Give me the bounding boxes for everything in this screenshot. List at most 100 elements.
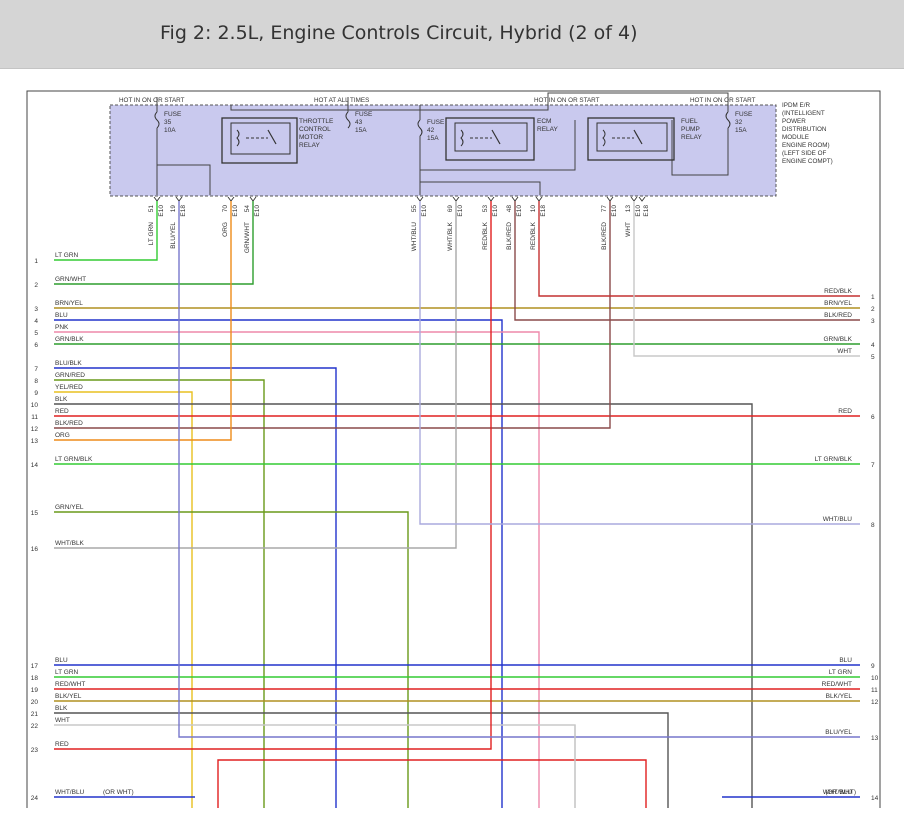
relay-coil xyxy=(460,129,464,147)
wire-color-label: WHT/BLK xyxy=(447,221,454,251)
connector-id: E10 xyxy=(457,205,464,217)
left-wire-label: BLU xyxy=(55,312,68,319)
module-label: IPDM E/R xyxy=(782,102,810,109)
pin-number: 19 xyxy=(170,205,177,213)
module-label: MODULE xyxy=(782,134,809,141)
left-row-number: 19 xyxy=(31,687,39,694)
left-wire-label: WHT/BLK xyxy=(55,540,85,547)
right-row-number: 5 xyxy=(871,354,875,361)
wire xyxy=(54,331,540,808)
figure-title: Fig 2: 2.5L, Engine Controls Circuit, Hy… xyxy=(160,22,638,44)
right-row-number: 12 xyxy=(871,699,879,706)
left-row-number: 10 xyxy=(31,402,39,409)
ipdm-bus xyxy=(420,181,541,195)
relay-contact xyxy=(491,129,501,145)
left-row-number: 23 xyxy=(31,747,39,754)
connector-id: E18 xyxy=(180,205,187,217)
wire xyxy=(538,201,860,297)
relay-contact xyxy=(633,129,643,145)
pin-number: 10 xyxy=(530,205,537,213)
wire xyxy=(54,201,254,285)
fuse-rating: 15A xyxy=(735,127,747,134)
relay-inner xyxy=(596,122,668,152)
wire xyxy=(54,391,193,808)
left-wire-label: YEL/RED xyxy=(55,384,83,391)
left-wire-label: LT GRN/BLK xyxy=(55,456,93,463)
left-wire-label: LT GRN xyxy=(55,252,79,259)
connector-id: E10 xyxy=(492,205,499,217)
left-row-number: 18 xyxy=(31,675,39,682)
ipdm-bus xyxy=(157,164,211,195)
pin-number: 55 xyxy=(411,205,418,213)
right-wire-note: (OR WHT) xyxy=(825,789,856,796)
right-row-number: 3 xyxy=(871,318,875,325)
fuse-label: FUSE xyxy=(735,111,753,118)
fuse-rating: 15A xyxy=(355,127,367,134)
wire-color-label: BLU/YEL xyxy=(170,222,177,249)
right-wire-label: RED/BLK xyxy=(824,288,852,295)
left-row-number: 1 xyxy=(34,258,38,265)
relay-box xyxy=(445,117,535,161)
connector-id: E10 xyxy=(516,205,523,217)
relay-inner xyxy=(454,122,528,152)
wire-color-label: LT GRN xyxy=(148,222,155,246)
left-row-number: 9 xyxy=(34,390,38,397)
module-label: ENGINE COMPT) xyxy=(782,158,833,165)
connector-id: E10 xyxy=(635,205,642,217)
right-row-number: 9 xyxy=(871,663,875,670)
right-row-number: 7 xyxy=(871,462,875,469)
left-row-number: 3 xyxy=(34,306,38,313)
right-wire-label: BLK/YEL xyxy=(826,693,853,700)
right-wire-label: LT GRN xyxy=(829,669,853,676)
left-row-number: 22 xyxy=(31,723,39,730)
left-wire-label: RED/WHT xyxy=(55,681,85,688)
wire xyxy=(54,201,611,429)
left-wire-label: WHT xyxy=(55,717,70,724)
left-row-number: 17 xyxy=(31,663,39,670)
right-wire-label: RED/WHT xyxy=(822,681,852,688)
left-wire-label: ORG xyxy=(55,432,70,439)
left-row-number: 5 xyxy=(34,330,38,337)
pin-terminal xyxy=(452,196,460,202)
left-wire-note: (OR WHT) xyxy=(103,789,134,796)
left-wire-label: PNK xyxy=(55,324,69,331)
right-row-number: 13 xyxy=(871,735,879,742)
module-label: (INTELLIGENT xyxy=(782,110,825,117)
pin-number: 13 xyxy=(625,205,632,213)
left-wire-label: BLK xyxy=(55,705,68,712)
wire xyxy=(54,511,409,808)
wire xyxy=(54,201,158,261)
right-wire-label: BLU xyxy=(839,657,852,664)
pin-number: 69 xyxy=(447,205,454,213)
module-label: DISTRIBUTION xyxy=(782,126,827,133)
power-label: HOT IN ON OR START xyxy=(534,97,600,104)
pin-terminal xyxy=(630,196,638,202)
right-wire-label: BLK/RED xyxy=(824,312,852,319)
ipdm-bus xyxy=(420,120,576,171)
wire xyxy=(54,379,265,808)
right-wire-label: RED xyxy=(838,408,852,415)
relay-label: RELAY xyxy=(299,142,320,149)
relay-contact xyxy=(267,129,277,145)
left-row-number: 2 xyxy=(34,282,38,289)
pin-number: 54 xyxy=(244,205,251,213)
left-row-number: 4 xyxy=(34,318,38,325)
relay-coil xyxy=(236,129,240,147)
left-row-number: 14 xyxy=(31,462,39,469)
left-row-number: 8 xyxy=(34,378,38,385)
fuse-symbol xyxy=(154,111,160,129)
pin-terminal xyxy=(487,196,495,202)
power-line xyxy=(230,97,549,111)
module-label: (LEFT SIDE OF xyxy=(782,150,826,157)
left-row-number: 13 xyxy=(31,438,39,445)
relay-inner xyxy=(230,122,291,155)
left-wire-label: BLU xyxy=(55,657,68,664)
pin-number: 77 xyxy=(601,205,608,213)
right-row-number: 1 xyxy=(871,294,875,301)
power-label: HOT AT ALL TIMES xyxy=(314,97,369,104)
left-wire-label: LT GRN xyxy=(55,669,79,676)
pin-terminal xyxy=(511,196,519,202)
wire xyxy=(54,319,503,808)
connector-id: E18 xyxy=(643,205,650,217)
left-wire-label: BLK/YEL xyxy=(55,693,82,700)
